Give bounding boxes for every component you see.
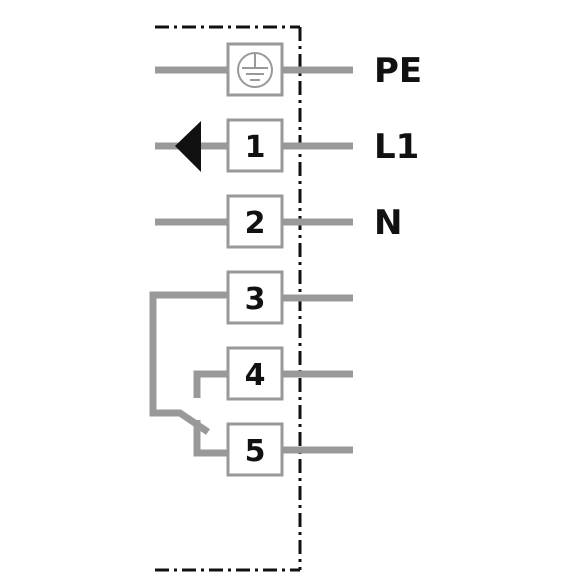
ground-icon xyxy=(237,52,273,88)
bridge-wire-5 xyxy=(193,420,228,457)
label-pe: PE xyxy=(374,51,422,91)
terminal-label: 4 xyxy=(245,358,266,393)
terminal-label: 1 xyxy=(245,130,266,165)
terminal-4: 4 xyxy=(226,346,284,401)
terminal-5: 5 xyxy=(226,422,284,477)
bridge-wire-3 xyxy=(149,291,228,435)
terminal-2: 2 xyxy=(226,194,284,249)
terminal-label: 5 xyxy=(245,434,266,469)
terminal-1: 1 xyxy=(226,118,284,173)
terminal-label: 2 xyxy=(245,206,266,241)
terminal-pe xyxy=(226,42,284,97)
label-l1: L1 xyxy=(374,127,419,167)
label-n: N xyxy=(374,203,402,243)
terminal-3: 3 xyxy=(226,270,284,325)
input-arrow-icon xyxy=(175,121,201,172)
bridge-wire-4 xyxy=(193,370,228,398)
wires xyxy=(149,66,353,457)
terminal-label: 3 xyxy=(245,282,266,317)
